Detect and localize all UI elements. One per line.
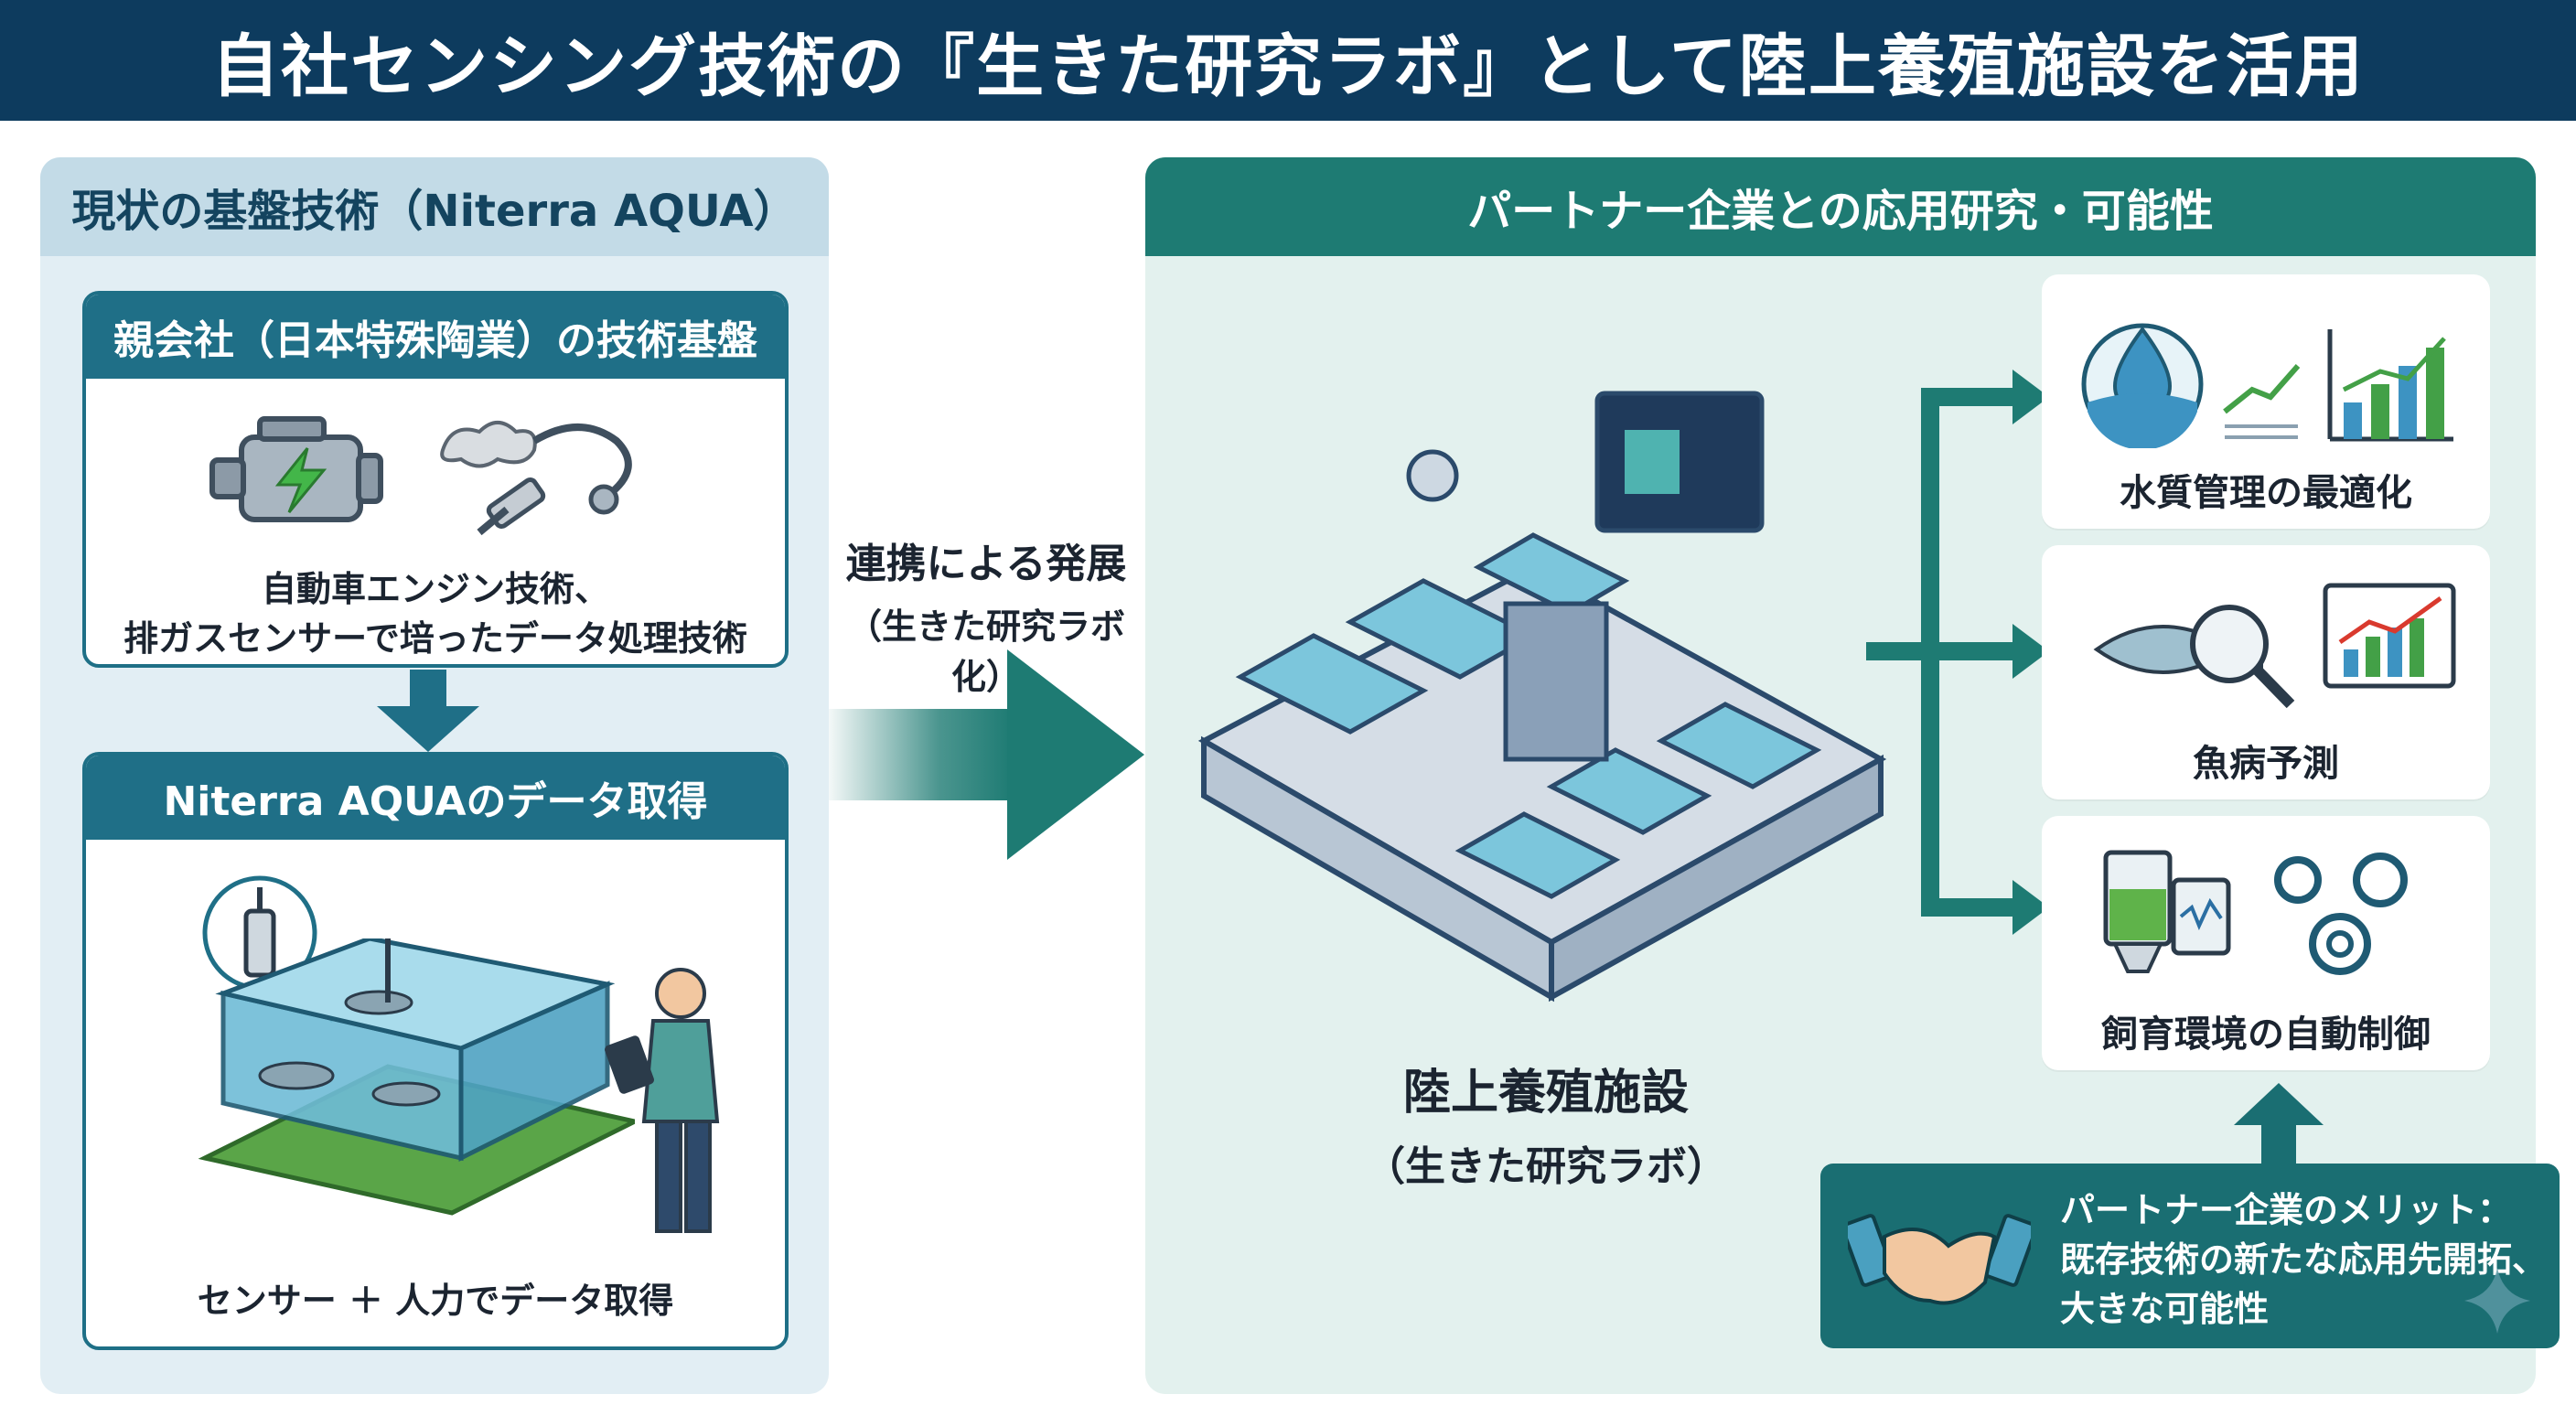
card-auto-control: 飼育環境の自動制御 bbox=[2042, 816, 2490, 1070]
parent-company-caption-1: 自動車エンジン技術、 bbox=[261, 569, 609, 609]
line-chart-icon bbox=[2223, 364, 2301, 439]
facility-line-2: （生きた研究ラボ） bbox=[1365, 1143, 1727, 1190]
niterra-aqua-caption: センサー ＋ 人力でデータ取得 bbox=[197, 1281, 674, 1321]
collaboration-line-2: （生きた研究ラボ化） bbox=[846, 606, 1125, 697]
development-arrow bbox=[829, 649, 1144, 860]
up-arrow bbox=[2234, 1083, 2324, 1167]
magnifier-icon bbox=[2190, 605, 2295, 709]
worker-with-tablet-icon bbox=[605, 968, 720, 1233]
parent-company-caption-2: 排ガスセンサーで培ったデータ処理技術 bbox=[123, 618, 747, 659]
branch-arrows bbox=[1866, 370, 2049, 935]
card-water-quality-label: 水質管理の最適化 bbox=[2120, 472, 2412, 514]
fish-tank-icon bbox=[198, 938, 635, 1216]
collaboration-line-1: 連携による発展 bbox=[845, 541, 1127, 587]
partner-research-header: パートナー企業との応用研究・可能性 bbox=[1145, 157, 2536, 256]
bar-chart-icon bbox=[2327, 329, 2453, 442]
facility-line-1: 陸上養殖施設 bbox=[1402, 1066, 1689, 1121]
merit-line-3: 大きな可能性 bbox=[2060, 1289, 2270, 1329]
down-arrow bbox=[377, 670, 479, 752]
water-drop-icon bbox=[2081, 323, 2204, 448]
niterra-aqua-header: Niterra AQUAのデータ取得 bbox=[86, 756, 785, 840]
title-bar: 自社センシング技術の『生きた研究ラボ』として陸上養殖施設を活用 bbox=[0, 0, 2576, 121]
parent-company-box: 親会社（日本特殊陶業）の技術基盤 自動車エンジン技術、 排ガスセンサーで培ったデ… bbox=[82, 291, 789, 668]
gears-icon bbox=[2274, 853, 2408, 975]
card-disease-prediction-label: 魚病予測 bbox=[2193, 743, 2339, 785]
merit-line-1: パートナー企業のメリット： bbox=[2060, 1190, 2513, 1230]
exhaust-sensor-icon bbox=[440, 421, 632, 536]
handshake-icon bbox=[1848, 1214, 2031, 1305]
engine-icon bbox=[209, 416, 383, 522]
trend-chart-icon bbox=[2323, 583, 2456, 689]
niterra-aqua-box: Niterra AQUAのデータ取得 センサー ＋ 人力でデータ取得 bbox=[82, 752, 789, 1350]
card-water-quality: 水質管理の最適化 bbox=[2042, 274, 2490, 529]
collaboration-label: 連携による発展 （生きた研究ラボ化） bbox=[823, 531, 1149, 699]
card-disease-prediction: 魚病予測 bbox=[2042, 545, 2490, 799]
partner-merit-box: パートナー企業のメリット： 既存技術の新たな応用先開拓、 大きな可能性 bbox=[1820, 1164, 2560, 1348]
card-auto-control-label: 飼育環境の自動制御 bbox=[2101, 1014, 2431, 1056]
facility-label: 陸上養殖施設 （生きた研究ラボ） bbox=[1299, 1054, 1793, 1192]
feeder-icon bbox=[2103, 850, 2173, 973]
merit-line-2: 既存技術の新たな応用先開拓、 bbox=[2060, 1239, 2548, 1280]
sparkle-icon bbox=[2464, 1268, 2530, 1334]
control-panel-icon bbox=[2171, 877, 2231, 956]
parent-company-header: 親会社（日本特殊陶業）の技術基盤 bbox=[86, 295, 785, 379]
aquaculture-facility-icon bbox=[1197, 391, 1887, 1003]
current-technology-header: 現状の基盤技術（Niterra AQUA） bbox=[40, 157, 829, 256]
page-title: 自社センシング技術の『生きた研究ラボ』として陸上養殖施設を活用 bbox=[211, 27, 2365, 106]
